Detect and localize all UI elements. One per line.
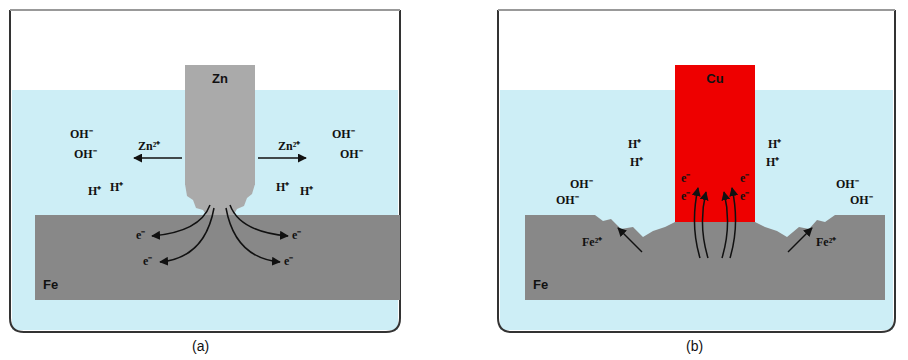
ion-label: OH⁻ xyxy=(70,128,93,140)
ion-arrow xyxy=(258,157,306,159)
electron-label: e⁻ xyxy=(284,255,293,267)
element-symbol: Fe xyxy=(43,277,58,292)
ion-label: OH⁻ xyxy=(836,178,859,190)
ion-label: OH⁻ xyxy=(570,178,593,190)
element-symbol: Zn xyxy=(212,71,228,86)
ion-label: OH⁻ xyxy=(74,148,97,160)
ion-label: OH⁻ xyxy=(332,128,355,140)
beaker xyxy=(10,10,400,332)
iron-plate: Fe xyxy=(525,215,885,300)
ion-label: OH⁻ xyxy=(556,194,579,206)
electron-label: e⁻ xyxy=(292,229,301,241)
electron-label: e⁻ xyxy=(136,229,145,241)
electron-label: e⁻ xyxy=(740,190,749,202)
ion-label: H⁺ xyxy=(276,181,289,193)
panel-label: (a) xyxy=(192,339,209,353)
ion-label: OH⁻ xyxy=(340,148,363,160)
ion-label: H⁺ xyxy=(110,181,123,193)
iron-plate: Fe xyxy=(35,215,400,300)
ion-label: Fe²⁺ xyxy=(582,236,602,248)
zinc-rod: Zn xyxy=(185,65,255,185)
element-symbol: Cu xyxy=(706,71,723,86)
panel-label: (b) xyxy=(686,339,703,353)
ion-label: H⁺ xyxy=(88,185,101,197)
zinc-tip xyxy=(185,184,255,216)
beaker-rim xyxy=(498,9,895,11)
ion-label: Zn²⁺ xyxy=(278,140,300,152)
beaker-rim xyxy=(10,9,400,11)
element-symbol: Fe xyxy=(533,277,548,292)
beaker xyxy=(498,10,895,332)
electron-label: e⁻ xyxy=(681,190,690,202)
ion-label: H⁺ xyxy=(630,156,643,168)
electron-label: e⁻ xyxy=(740,172,749,184)
ion-label: H⁺ xyxy=(768,138,781,150)
corroded-iron xyxy=(525,215,885,300)
ion-label: H⁺ xyxy=(300,185,313,197)
ion-label: Zn²⁺ xyxy=(138,140,160,152)
ion-label: Fe²⁺ xyxy=(816,236,836,248)
ion-arrow xyxy=(134,157,182,159)
ion-label: OH⁻ xyxy=(850,194,873,206)
ion-label: H⁺ xyxy=(628,138,641,150)
iron-plate-outline xyxy=(525,215,885,300)
ion-label: H⁺ xyxy=(766,156,779,168)
electron-label: e⁻ xyxy=(143,255,152,267)
electron-label: e⁻ xyxy=(681,172,690,184)
